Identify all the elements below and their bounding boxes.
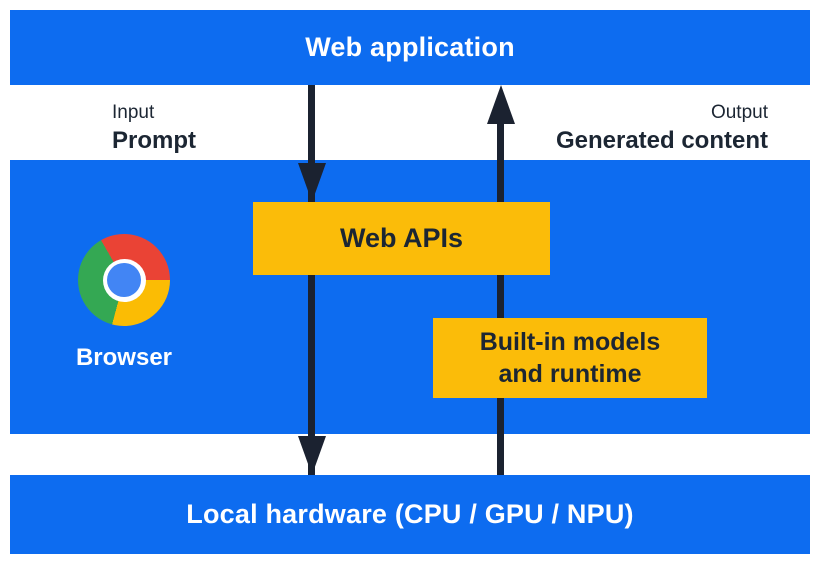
input-caption: Input [112,102,155,123]
web-application-label: Web application [305,32,515,62]
web-apis-label: Web APIs [339,223,464,253]
local-hardware-bar: Local hardware (CPU / GPU / NPU) [10,475,810,554]
chrome-logo-center [107,263,141,297]
chrome-logo-icon [78,234,170,326]
output-label-block: Output Generated content [556,100,768,157]
input-label-block: Input Prompt [112,100,196,157]
arrowhead-down-icon [298,436,326,475]
output-value-label: Generated content [555,127,768,155]
upward-flow-arrow-line [497,124,504,475]
downward-flow-arrow-line [308,85,315,475]
input-value-label: Prompt [112,127,196,155]
builtin-models-line2: and runtime [498,360,642,388]
local-hardware-label: Local hardware (CPU / GPU / NPU) [186,499,634,529]
output-caption: Output [710,102,768,123]
builtin-models-line1: Built-in models [479,328,661,356]
arrowhead-up-icon [487,85,515,124]
arrowhead-down-icon [298,163,326,202]
web-apis-box: Web APIs [253,202,550,275]
browser-label: Browser [75,344,173,371]
builtin-models-box: Built-in models and runtime [433,318,707,398]
web-application-bar: Web application [10,10,810,85]
